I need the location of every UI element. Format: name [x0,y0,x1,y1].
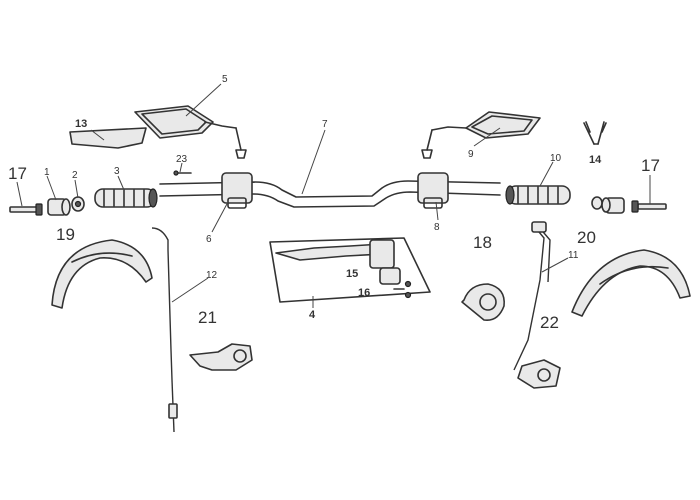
label-part-7: 7 [322,119,328,130]
right-hand-guard [571,249,691,317]
part-23-screw [173,170,192,176]
clutch-cable [151,227,178,433]
label-part-2: 2 [72,170,78,181]
label-part-17-right: 17 [641,156,660,175]
right-bar-end-bolt [631,200,667,213]
left-handlebar-clamp [221,172,253,209]
part-22-lever-perch [517,359,561,389]
label-part-18: 18 [473,233,492,252]
left-grip [94,188,158,208]
label-part-8: 8 [434,222,440,233]
label-part-3: 3 [114,166,120,177]
left-mirror [134,105,247,159]
label-part-9: 9 [468,149,474,160]
leader-lines [16,83,651,308]
label-part-17-left: 17 [8,164,27,183]
label-part-1: 1 [44,167,50,178]
label-part-23: 23 [176,154,188,165]
part-21-lever-perch [189,343,253,371]
left-bar-end-weight [47,198,71,216]
label-part-21: 21 [198,308,217,327]
label-part-16: 16 [358,287,370,299]
label-part-15: 15 [346,268,358,280]
part-4-brake-lever-assembly [269,237,431,303]
throttle-cables [513,221,551,371]
right-mirror [421,111,541,159]
label-part-12: 12 [206,270,218,281]
label-part-14: 14 [589,154,602,166]
part-18-throttle-housing [461,283,505,322]
label-part-6: 6 [206,234,212,245]
label-part-4: 4 [309,309,316,321]
label-part-19: 19 [56,225,75,244]
left-hand-guard [51,239,153,309]
right-handlebar-clamp [417,172,449,209]
label-part-13: 13 [75,118,87,130]
handlebar [159,180,501,208]
label-part-20: 20 [577,228,596,247]
part-14-clip [583,121,607,145]
right-bar-end-weight [601,197,625,214]
right-throttle-grip [505,185,571,205]
label-part-5: 5 [222,74,228,85]
label-part-11: 11 [568,250,579,261]
label-part-22: 22 [540,313,559,332]
left-bar-end-nut [71,196,85,212]
label-part-10: 10 [550,153,562,164]
part-number-labels: 5 7 9 10 6 8 1 2 3 23 12 11 13 14 15 16 … [8,74,660,332]
right-bar-end-nut [591,196,603,210]
part-13-cover-plate [69,127,147,149]
left-bar-end-bolt [9,203,43,216]
